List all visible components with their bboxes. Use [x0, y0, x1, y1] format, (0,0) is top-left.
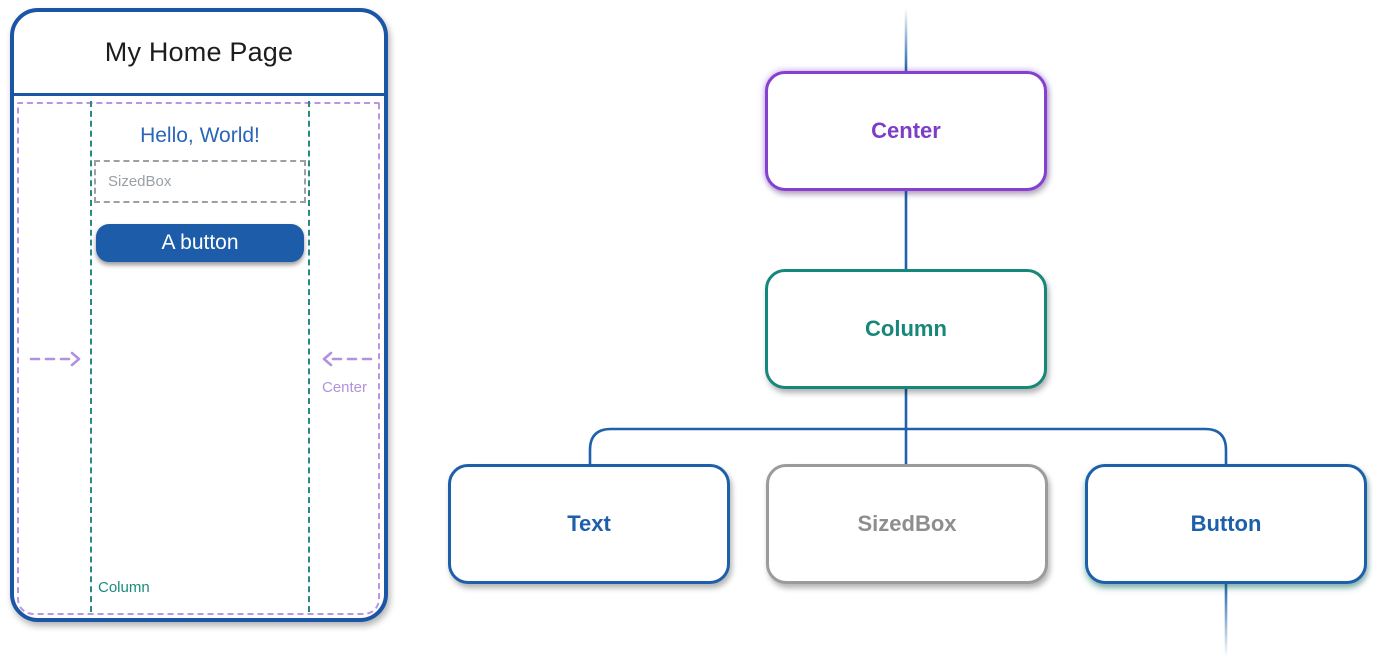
a-button[interactable]: A button	[96, 224, 304, 262]
column-guide-left	[90, 101, 92, 612]
tree-node-center: Center	[765, 71, 1047, 191]
column-guide-right	[308, 101, 310, 612]
tree-node-sizedbox-label: SizedBox	[857, 511, 957, 536]
tree-node-button-label: Button	[1190, 511, 1262, 536]
page-title: My Home Page	[104, 37, 294, 67]
center-arrow-right-icon	[322, 351, 374, 367]
greeting-text: Hello, World!	[140, 124, 260, 147]
tree-node-column: Column	[765, 269, 1047, 389]
tree-node-column-label: Column	[865, 316, 947, 341]
tree-node-button: Button	[1085, 464, 1367, 584]
phone-mockup-frame: My Home Page Hello, World! SizedBox A bu…	[10, 8, 388, 622]
tree-node-sizedbox: SizedBox	[766, 464, 1048, 584]
sizedbox-placeholder-label: SizedBox	[108, 173, 172, 190]
a-button-label: A button	[161, 231, 239, 254]
column-content: Hello, World! SizedBox A button	[92, 96, 308, 262]
center-widget-outline	[17, 102, 380, 615]
column-annotation-label: Column	[98, 579, 150, 596]
phone-body: Hello, World! SizedBox A button Center C…	[14, 96, 384, 618]
tree-node-center-label: Center	[871, 118, 941, 143]
tree-node-text: Text	[448, 464, 730, 584]
sizedbox-placeholder: SizedBox	[94, 160, 306, 203]
center-annotation-label: Center	[322, 379, 368, 396]
center-arrow-left-icon	[29, 351, 81, 367]
tree-node-text-label: Text	[567, 511, 611, 536]
app-bar: My Home Page	[14, 12, 384, 96]
